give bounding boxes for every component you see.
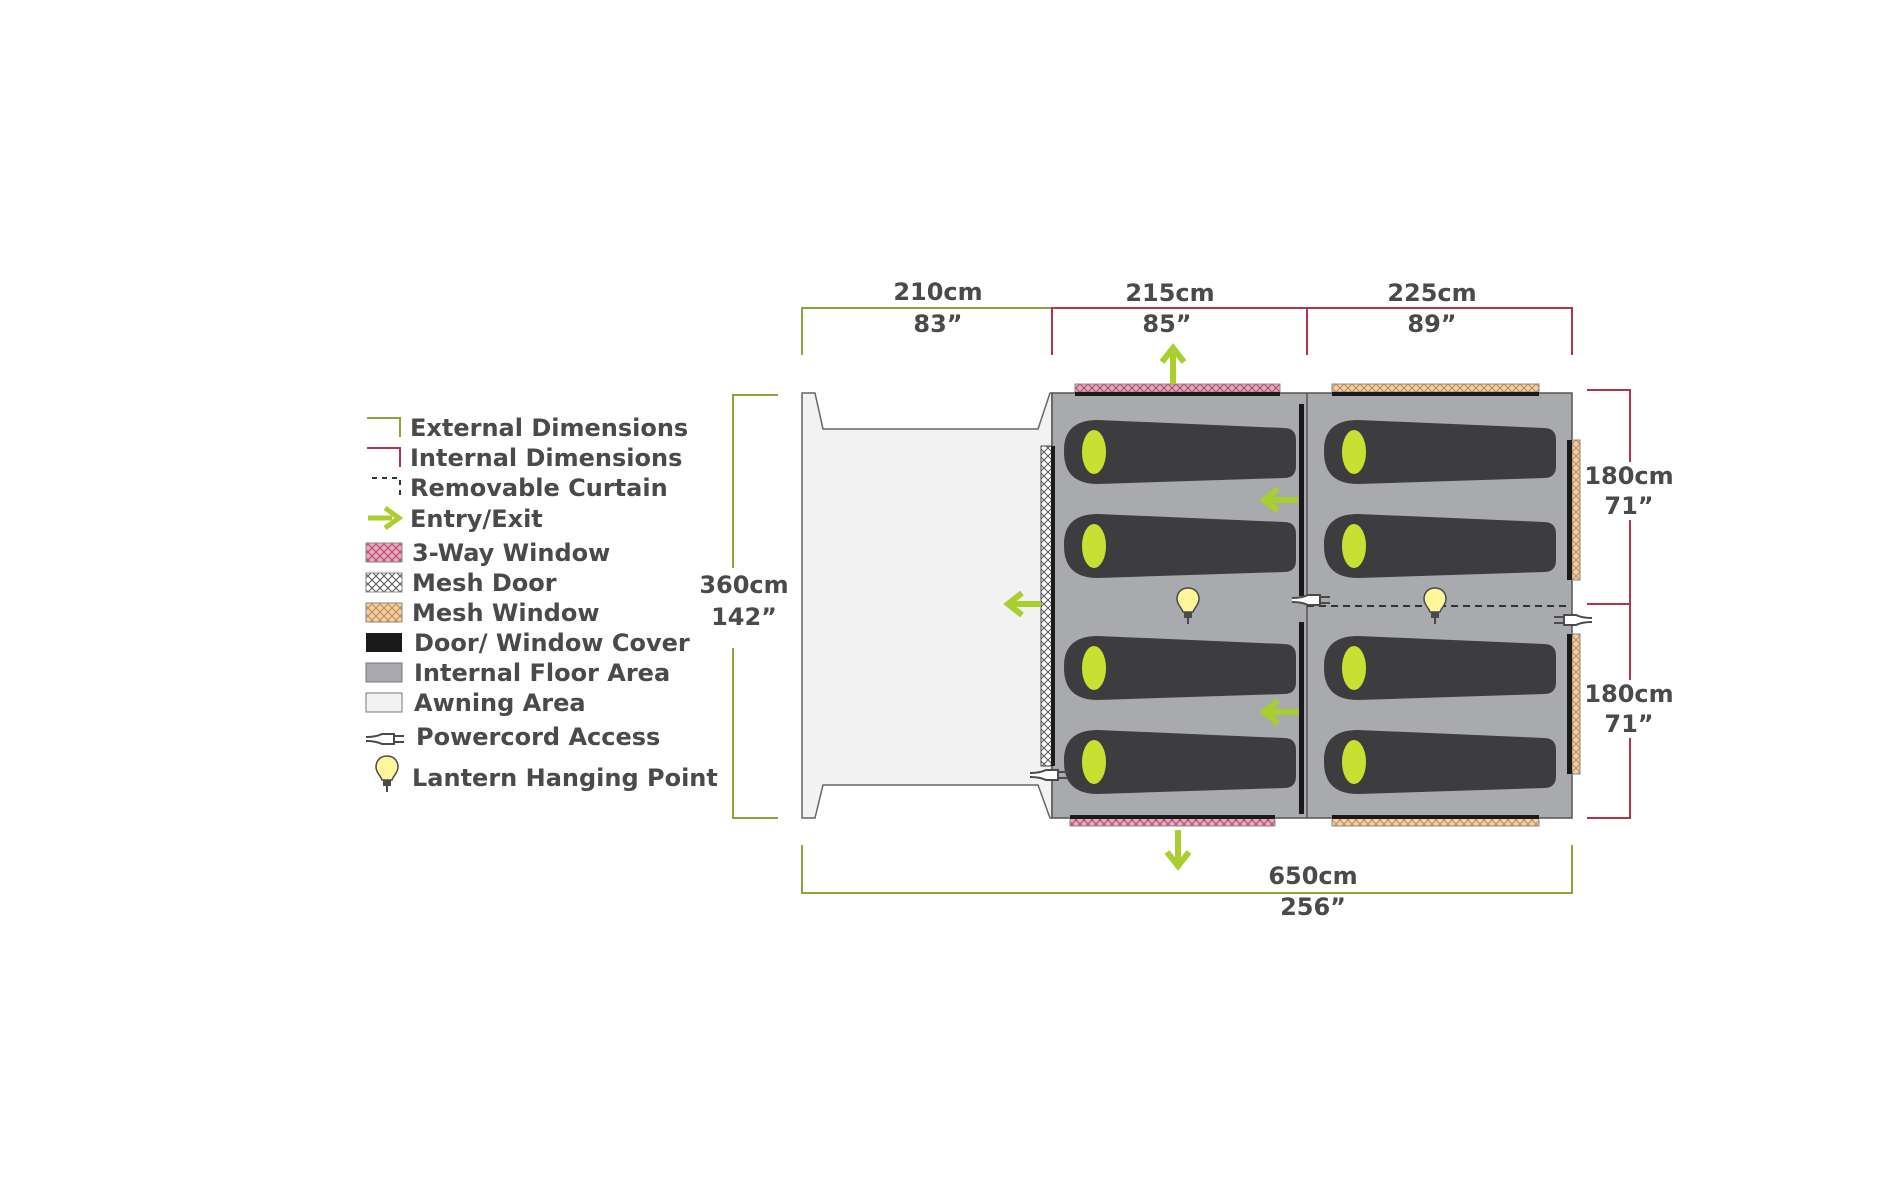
legend-internal-label: Internal Dimensions [410, 444, 682, 472]
legend-external-symbol [367, 417, 401, 437]
dim-right-lower-cm: 180cm [1584, 680, 1673, 708]
inner-door-cover-lower [1299, 622, 1304, 814]
dim-top-3-inch: 89” [1407, 310, 1456, 338]
legend-external-label: External Dimensions [410, 414, 688, 442]
dim-bottom-cm: 650cm [1268, 862, 1357, 890]
powercord-icon [1554, 614, 1593, 626]
legend-floor-swatch [365, 662, 403, 683]
powercord-icon [1029, 769, 1068, 781]
bottom-threeway-window-cover [1070, 815, 1275, 819]
legend-floor-label: Internal Floor Area [414, 659, 670, 687]
dim-top-3-cm: 225cm [1387, 279, 1476, 307]
dim-top-2-cm: 215cm [1125, 279, 1214, 307]
entry-arrow-icon [1159, 343, 1187, 384]
legend-meshwindow-swatch [365, 602, 403, 623]
right-mesh-window-lower [1571, 633, 1581, 775]
sleeping-bag [1064, 636, 1296, 700]
entry-arrow-icon [1259, 698, 1298, 726]
top-threeway-window-cover [1075, 392, 1280, 396]
powercord-icon [1291, 594, 1330, 606]
bottom-threeway-window [1069, 817, 1276, 827]
right-dimension-lines [1587, 389, 1631, 819]
legend-cover-swatch [366, 633, 402, 652]
dim-bottom-inch: 256” [1280, 893, 1346, 921]
sleeping-bag [1064, 514, 1296, 578]
right-mesh-window-lower-cover [1567, 634, 1572, 774]
dim-top-1-inch: 83” [913, 310, 962, 338]
top-dimension-lines [801, 307, 1573, 355]
legend-curtain-symbol [372, 477, 401, 498]
legend-meshdoor-swatch [365, 572, 403, 593]
inner-door-cover-upper [1299, 404, 1304, 596]
legend-cover-label: Door/ Window Cover [414, 629, 690, 657]
sleeping-bag [1064, 730, 1296, 794]
right-mesh-window-upper-cover [1567, 440, 1572, 580]
legend-awning-label: Awning Area [414, 689, 586, 717]
legend-curtain-label: Removable Curtain [410, 474, 668, 502]
legend-threeway-swatch [365, 542, 403, 563]
legend-entry-label: Entry/Exit [410, 505, 543, 533]
legend-meshwindow-label: Mesh Window [412, 599, 600, 627]
legend-meshdoor-label: Mesh Door [412, 569, 557, 597]
dim-right-upper-cm: 180cm [1584, 462, 1673, 490]
dim-top-2-inch: 85” [1142, 310, 1191, 338]
top-mesh-window [1331, 383, 1540, 393]
legend-powercord-label: Powercord Access [416, 723, 660, 751]
legend-powercord-icon [365, 733, 404, 745]
dim-line-total-length [801, 845, 1573, 894]
sleeping-bag [1064, 420, 1296, 484]
legend-lantern-label: Lantern Hanging Point [412, 764, 718, 792]
bottom-mesh-window-cover [1332, 815, 1539, 819]
mesh-door [1040, 445, 1053, 767]
top-mesh-window-cover [1332, 392, 1539, 396]
dim-right-upper-inch: 71” [1604, 492, 1653, 520]
sleeping-bag [1324, 730, 1556, 794]
legend-threeway-label: 3-Way Window [412, 539, 610, 567]
entry-arrow-icon [1003, 590, 1041, 618]
entry-arrow-icon [1259, 486, 1298, 514]
legend-awning-swatch [365, 692, 403, 713]
dim-left-cm: 360cm [699, 571, 788, 599]
legend-internal-symbol [367, 447, 401, 467]
dim-left-inch: 142” [711, 603, 777, 631]
dim-line-room2-width [1306, 307, 1573, 355]
mesh-door-cover [1051, 446, 1055, 766]
legend-entry-arrow-icon [368, 505, 404, 531]
left-dimension-line [732, 394, 778, 819]
sleeping-bag [1324, 420, 1556, 484]
top-threeway-window [1074, 383, 1281, 393]
legend: External Dimensions Internal Dimensions … [365, 414, 718, 793]
bottom-mesh-window [1331, 817, 1540, 827]
dim-top-1-cm: 210cm [893, 278, 982, 306]
sleeping-bag [1324, 636, 1556, 700]
right-mesh-window-upper [1571, 439, 1581, 581]
sleeping-bag [1324, 514, 1556, 578]
legend-lantern-icon [375, 755, 399, 793]
entry-arrow-icon [1164, 830, 1192, 871]
dim-right-lower-inch: 71” [1604, 710, 1653, 738]
